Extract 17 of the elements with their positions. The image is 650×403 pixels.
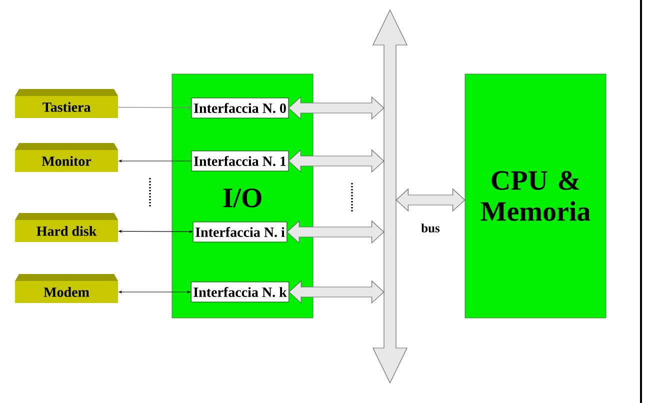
interface-box: Interfaccia N. k xyxy=(190,282,290,302)
device-box: Hard disk xyxy=(15,213,118,242)
device-box: Monitor xyxy=(15,143,118,172)
double-arrow xyxy=(288,280,384,304)
double-arrow xyxy=(288,149,384,173)
device-box: Modem xyxy=(15,274,118,303)
interface-box: Interfaccia N. i xyxy=(192,222,288,242)
interface-box: Interfaccia N. 0 xyxy=(191,98,289,118)
double-arrow xyxy=(396,188,466,212)
edge-label: bus xyxy=(421,224,440,232)
block-box xyxy=(464,74,606,318)
double-arrow xyxy=(286,220,384,244)
device-box: Tastiera xyxy=(15,89,118,118)
block-title: I/O xyxy=(223,188,262,208)
block-title: CPU & Memoria xyxy=(480,171,590,221)
double-arrow xyxy=(288,96,384,120)
interface-box: Interfaccia N. 1 xyxy=(191,150,289,172)
